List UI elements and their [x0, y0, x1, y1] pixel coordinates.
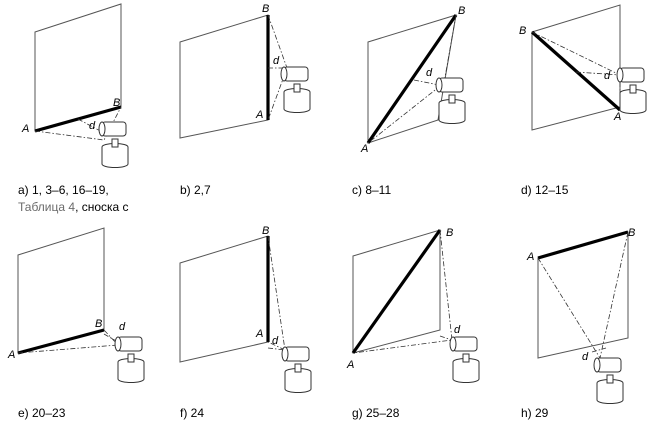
distance-d-label: d: [582, 351, 589, 363]
distance-d-label: d: [272, 335, 279, 347]
point-a-label: A: [7, 349, 15, 361]
point-a-label: A: [21, 123, 29, 135]
diagram-e: A B d: [7, 227, 145, 383]
point-a-label: A: [360, 143, 368, 155]
point-a-label: A: [255, 109, 263, 121]
caption-a-footnote: , сноска с: [75, 200, 129, 214]
diagram-f: B A d: [179, 225, 312, 393]
caption-b: b) 2,7: [180, 183, 211, 197]
distance-d-label: d: [604, 70, 611, 82]
caption-h: h) 29: [521, 406, 549, 420]
point-a-label: A: [526, 251, 534, 263]
caption-e: e) 20–23: [18, 406, 66, 420]
point-a-label: A: [346, 359, 354, 371]
caption-a: a) 1, 3–6, 16–19,: [18, 183, 109, 197]
point-b-label: B: [113, 97, 120, 109]
point-b-label: B: [446, 227, 453, 239]
point-b-label: B: [95, 318, 102, 330]
point-a-label: A: [613, 111, 621, 123]
point-b-label: B: [262, 3, 269, 15]
caption-c: c) 8–11: [352, 183, 391, 197]
distance-d-label: d: [454, 324, 461, 336]
diagram-h: A B d: [526, 227, 635, 404]
diagram-a: A B d: [21, 3, 129, 168]
diagram-c: B A d: [360, 5, 466, 155]
caption-a-note: Таблица 4, сноска с: [18, 200, 129, 214]
diagram-g: B A d: [346, 227, 480, 383]
distance-d-label: d: [426, 67, 433, 79]
caption-a-table-ref: Таблица 4: [18, 200, 75, 214]
point-b-label: B: [628, 227, 635, 239]
point-b-label: B: [458, 5, 465, 17]
distance-d-label: d: [273, 55, 280, 67]
diagram-b: B A d: [179, 3, 311, 139]
caption-f: f) 24: [180, 406, 204, 420]
point-b-label: B: [519, 25, 526, 37]
caption-g: g) 25–28: [352, 406, 400, 420]
caption-d: d) 12–15: [521, 183, 569, 197]
diagram-d: B A d: [519, 4, 647, 131]
distance-d-label: d: [89, 120, 96, 132]
point-b-label: B: [262, 225, 269, 237]
point-a-label: A: [255, 328, 263, 340]
distance-d-label: d: [119, 321, 126, 333]
